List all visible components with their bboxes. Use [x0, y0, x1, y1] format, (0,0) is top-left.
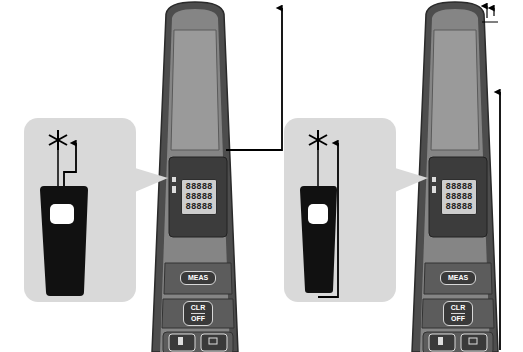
inset-panel: [24, 118, 136, 302]
inset-panel: [284, 118, 396, 302]
meter-symbol: [300, 186, 337, 293]
beam-line: [57, 150, 59, 186]
lcd-display: 888888888888888: [181, 179, 216, 215]
inset-pointer: [395, 168, 428, 192]
distance-arrow: [499, 92, 501, 350]
meter-symbol: [40, 186, 88, 296]
top-edge-mark: [482, 22, 498, 23]
device-left: [152, 2, 238, 352]
display-digits: 88888: [445, 192, 472, 202]
inset-pointer: [135, 168, 168, 192]
clear-off-button: CLROFF: [443, 301, 473, 326]
button-label: OFF: [451, 313, 465, 323]
button-label: OFF: [191, 313, 205, 323]
meas-button: MEAS: [440, 271, 476, 285]
reference-arrow: [64, 143, 76, 186]
display-digits: 88888: [185, 192, 212, 202]
top-arrow: [493, 8, 494, 16]
meter-window: [50, 204, 74, 224]
top-arrow: [486, 6, 487, 18]
button-label: MEAS: [188, 274, 208, 282]
button-label: CLR: [191, 304, 205, 312]
beam-line: [317, 150, 319, 186]
meter-window: [308, 204, 328, 224]
display-digits: 88888: [445, 202, 472, 212]
distance-arrow: [226, 8, 282, 150]
clear-off-button: CLROFF: [183, 301, 213, 326]
button-label: CLR: [451, 304, 465, 312]
display-digits: 88888: [185, 202, 212, 212]
target-asterisk: [49, 130, 67, 150]
button-label: MEAS: [448, 274, 468, 282]
device-right: [412, 2, 498, 352]
display-digits: 88888: [185, 182, 212, 192]
display-digits: 88888: [445, 182, 472, 192]
lcd-display: 888888888888888: [441, 179, 476, 215]
meas-button: MEAS: [180, 271, 216, 285]
target-asterisk: [309, 130, 327, 150]
